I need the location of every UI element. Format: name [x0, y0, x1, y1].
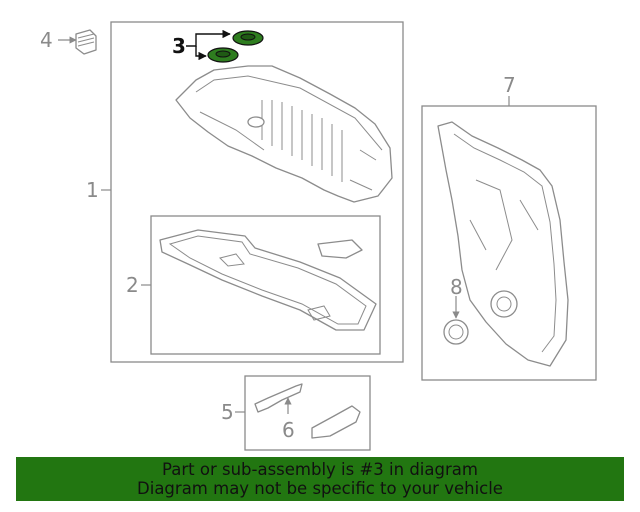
callout-8: 8 — [450, 275, 463, 299]
callout-6: 6 — [282, 418, 295, 442]
crankshaft-seal-icon[interactable] — [443, 319, 469, 345]
bracket-icon[interactable] — [254, 383, 303, 413]
valve-cover-icon[interactable] — [175, 65, 393, 203]
callout-3[interactable]: 3 — [172, 34, 186, 58]
seal-upper-icon[interactable] — [232, 30, 264, 46]
valve-cover-gasket-icon[interactable] — [159, 229, 377, 331]
callout-2: 2 — [126, 273, 139, 297]
callout-1: 1 — [86, 178, 99, 202]
leader-3 — [186, 29, 231, 61]
banner-line-2: Diagram may not be specific to your vehi… — [137, 479, 503, 498]
banner-line-1: Part or sub-assembly is #3 in diagram — [162, 460, 478, 479]
timing-cover-icon[interactable] — [437, 121, 569, 367]
callout-5: 5 — [221, 400, 234, 424]
callout-4: 4 — [40, 28, 53, 52]
box-bracket — [244, 375, 371, 451]
info-banner: Part or sub-assembly is #3 in diagram Di… — [16, 457, 624, 501]
callout-7: 7 — [503, 73, 516, 97]
box-valve-cover-assembly — [110, 21, 404, 363]
seal-lower-icon[interactable] — [207, 47, 239, 63]
bracket-clip-icon[interactable] — [311, 405, 361, 439]
oil-filler-cap-icon[interactable] — [75, 29, 97, 55]
